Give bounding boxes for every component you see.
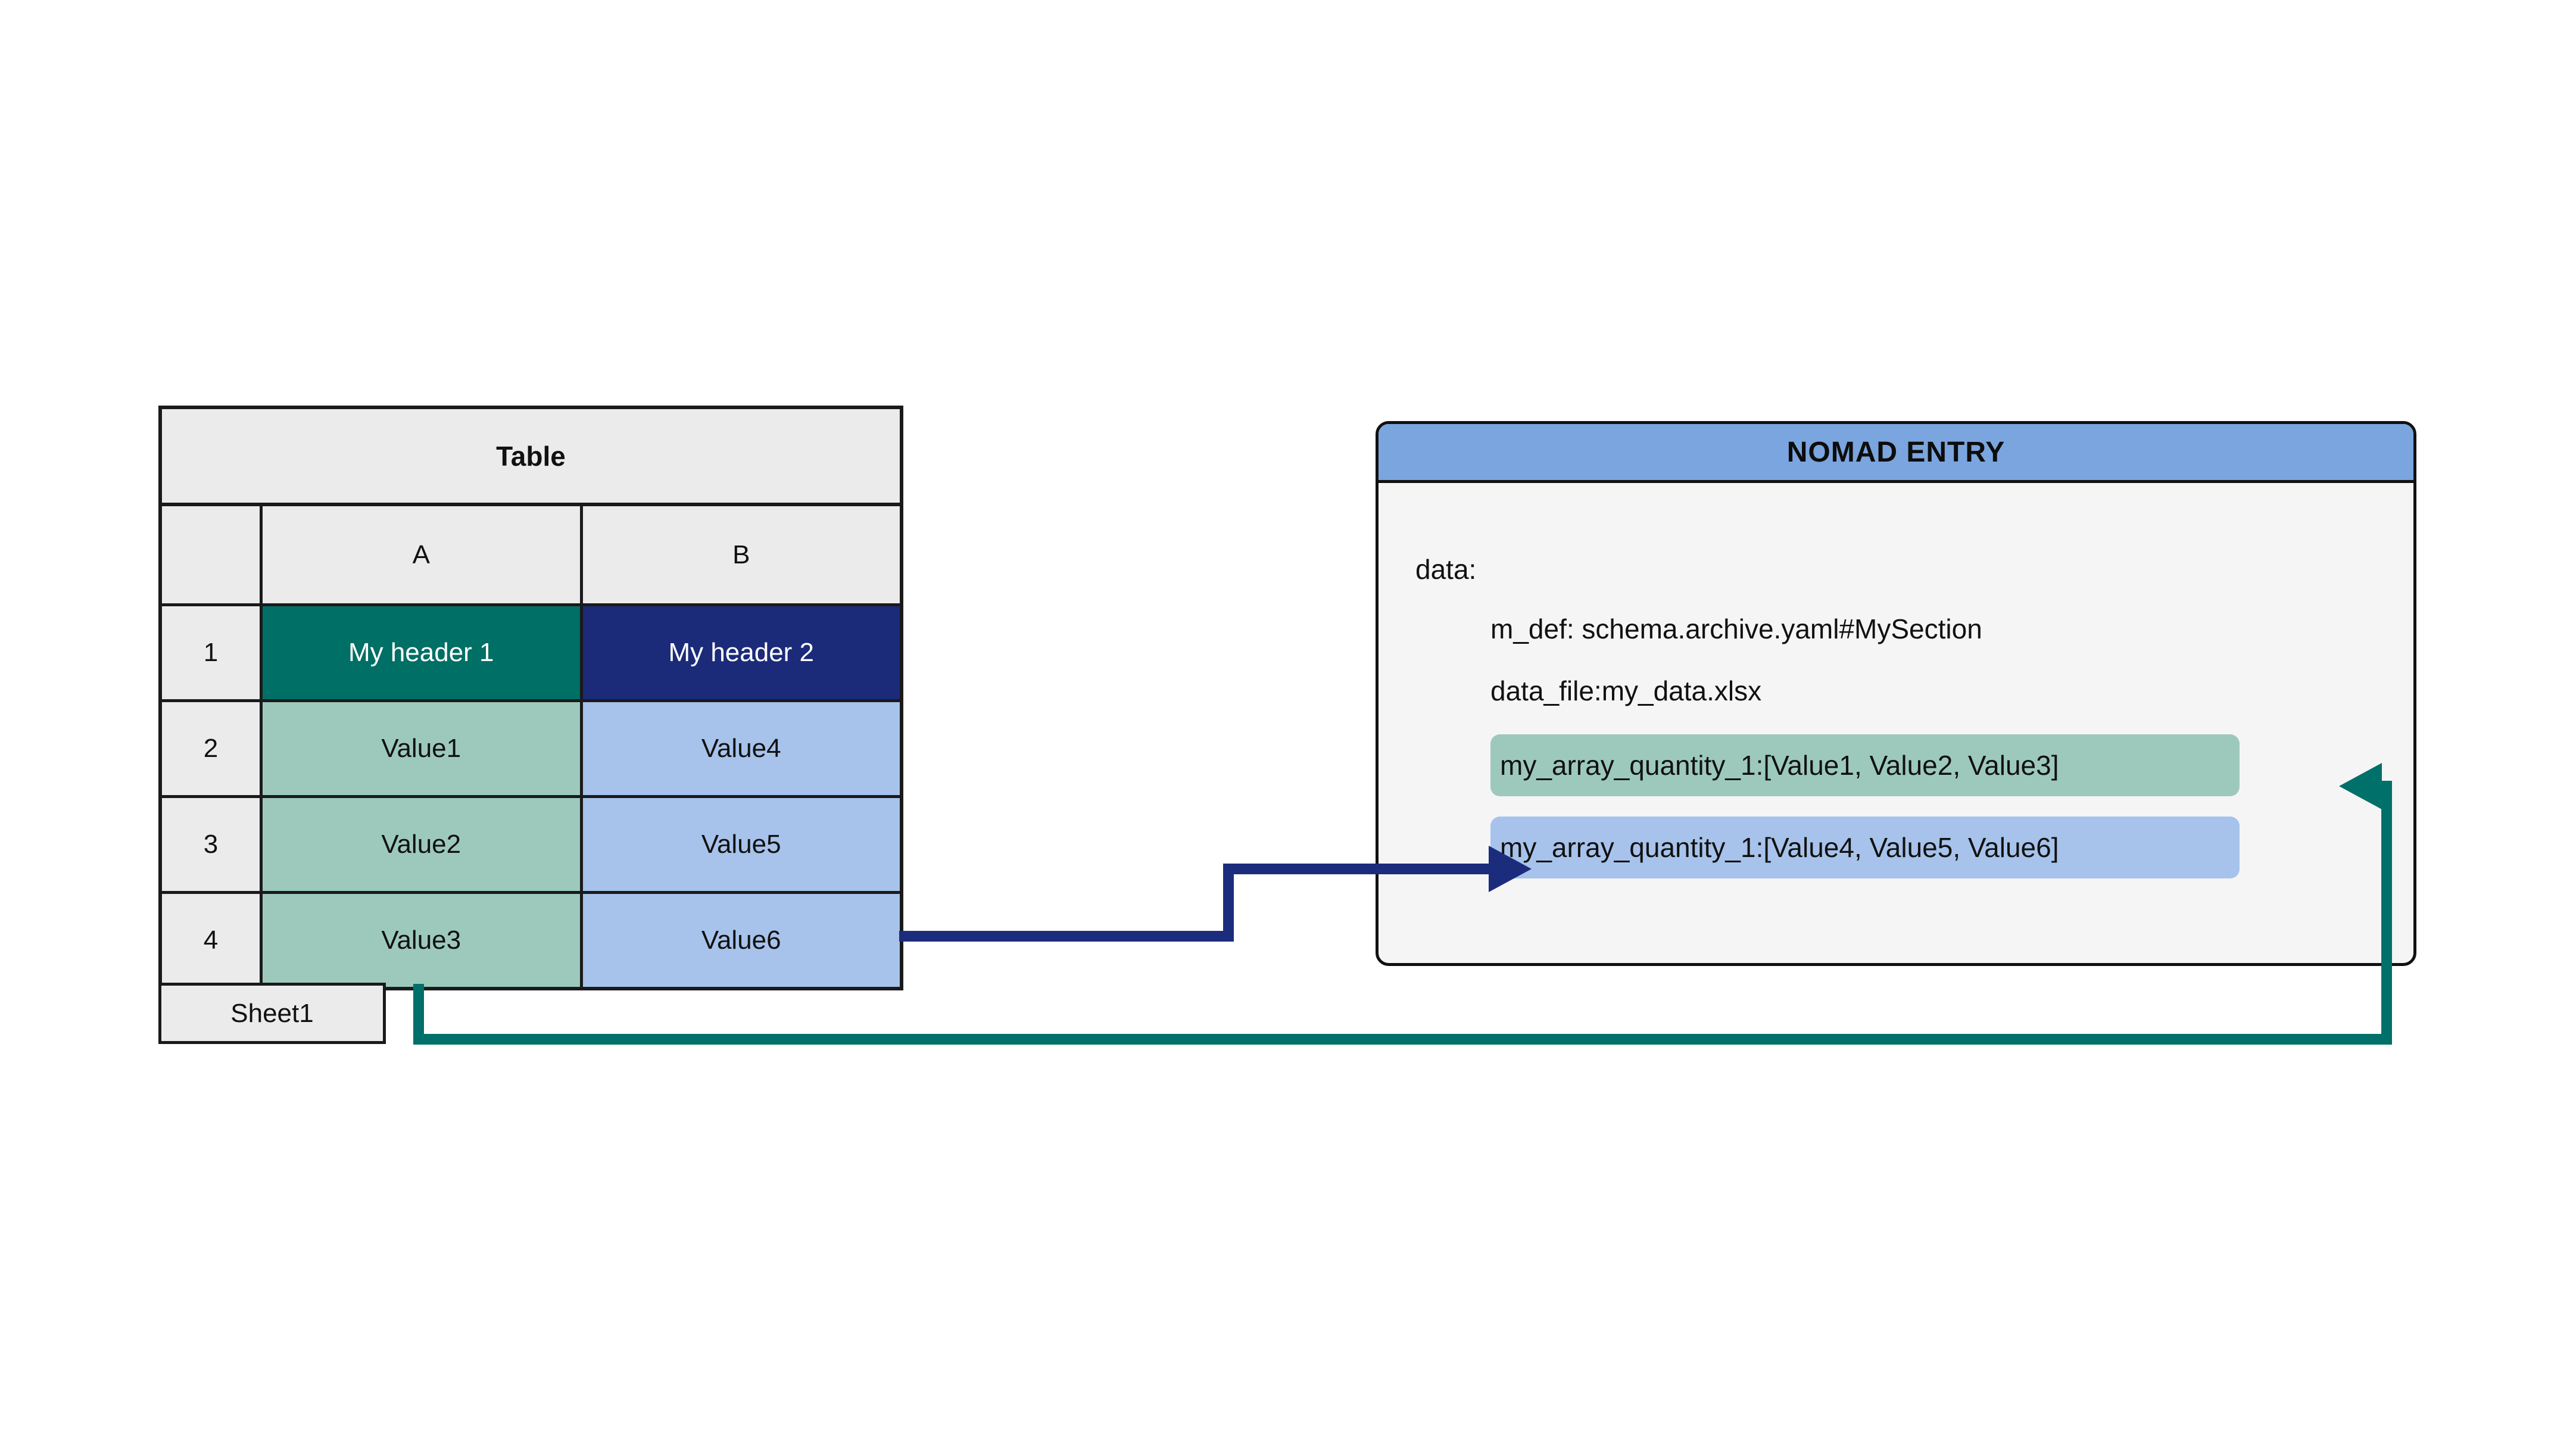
array-quantity-chip-blue-label: my_array_quantity_1:[Value4, Value5, Val… [1500,832,2059,863]
row-number-1[interactable]: 1 [162,606,263,699]
cell-b2[interactable]: Value4 [579,702,900,795]
yaml-key-data: data: [1415,554,1477,585]
column-header-b[interactable]: B [579,506,900,603]
cell-b1[interactable]: My header 2 [579,606,900,699]
sheet-tab-sheet1[interactable]: Sheet1 [158,983,386,1044]
table-row: 3 Value2 Value5 [162,795,900,891]
table-row: 4 Value3 Value6 [162,891,900,987]
table-title: Table [496,440,566,472]
yaml-key-m-def: m_def: schema.archive.yaml#MySection [1490,613,1982,644]
cell-a3[interactable]: Value2 [263,798,580,891]
column-header-row: A B [162,506,900,603]
yaml-key-data-file: data_file:my_data.xlsx [1490,675,1762,706]
cell-a1[interactable]: My header 1 [263,606,580,699]
nomad-entry-panel: NOMAD ENTRY data: m_def: schema.archive.… [1376,421,2416,966]
array-quantity-chip-green[interactable]: my_array_quantity_1:[Value1, Value2, Val… [1490,734,2240,796]
table-row: 1 My header 1 My header 2 [162,603,900,699]
array-quantity-chip-green-label: my_array_quantity_1:[Value1, Value2, Val… [1500,750,2059,781]
row-number-4[interactable]: 4 [162,894,263,987]
table-title-row: Table [162,409,900,506]
column-header-a[interactable]: A [263,506,580,603]
cell-a2[interactable]: Value1 [263,702,580,795]
array-quantity-chip-blue[interactable]: my_array_quantity_1:[Value4, Value5, Val… [1490,817,2240,878]
row-number-2[interactable]: 2 [162,702,263,795]
sheet-tab-label: Sheet1 [230,998,314,1028]
row-number-3[interactable]: 3 [162,798,263,891]
spreadsheet-table: Table A B 1 My header 1 My header 2 2 Va… [158,406,903,990]
nomad-entry-body: data: m_def: schema.archive.yaml#MySecti… [1379,483,2413,963]
table-row: 2 Value1 Value4 [162,699,900,795]
cell-b3[interactable]: Value5 [579,798,900,891]
nomad-entry-titlebar: NOMAD ENTRY [1379,424,2413,483]
cell-a4[interactable]: Value3 [263,894,580,987]
cell-b4[interactable]: Value6 [579,894,900,987]
nomad-entry-title: NOMAD ENTRY [1786,436,2006,468]
corner-cell [162,506,263,603]
